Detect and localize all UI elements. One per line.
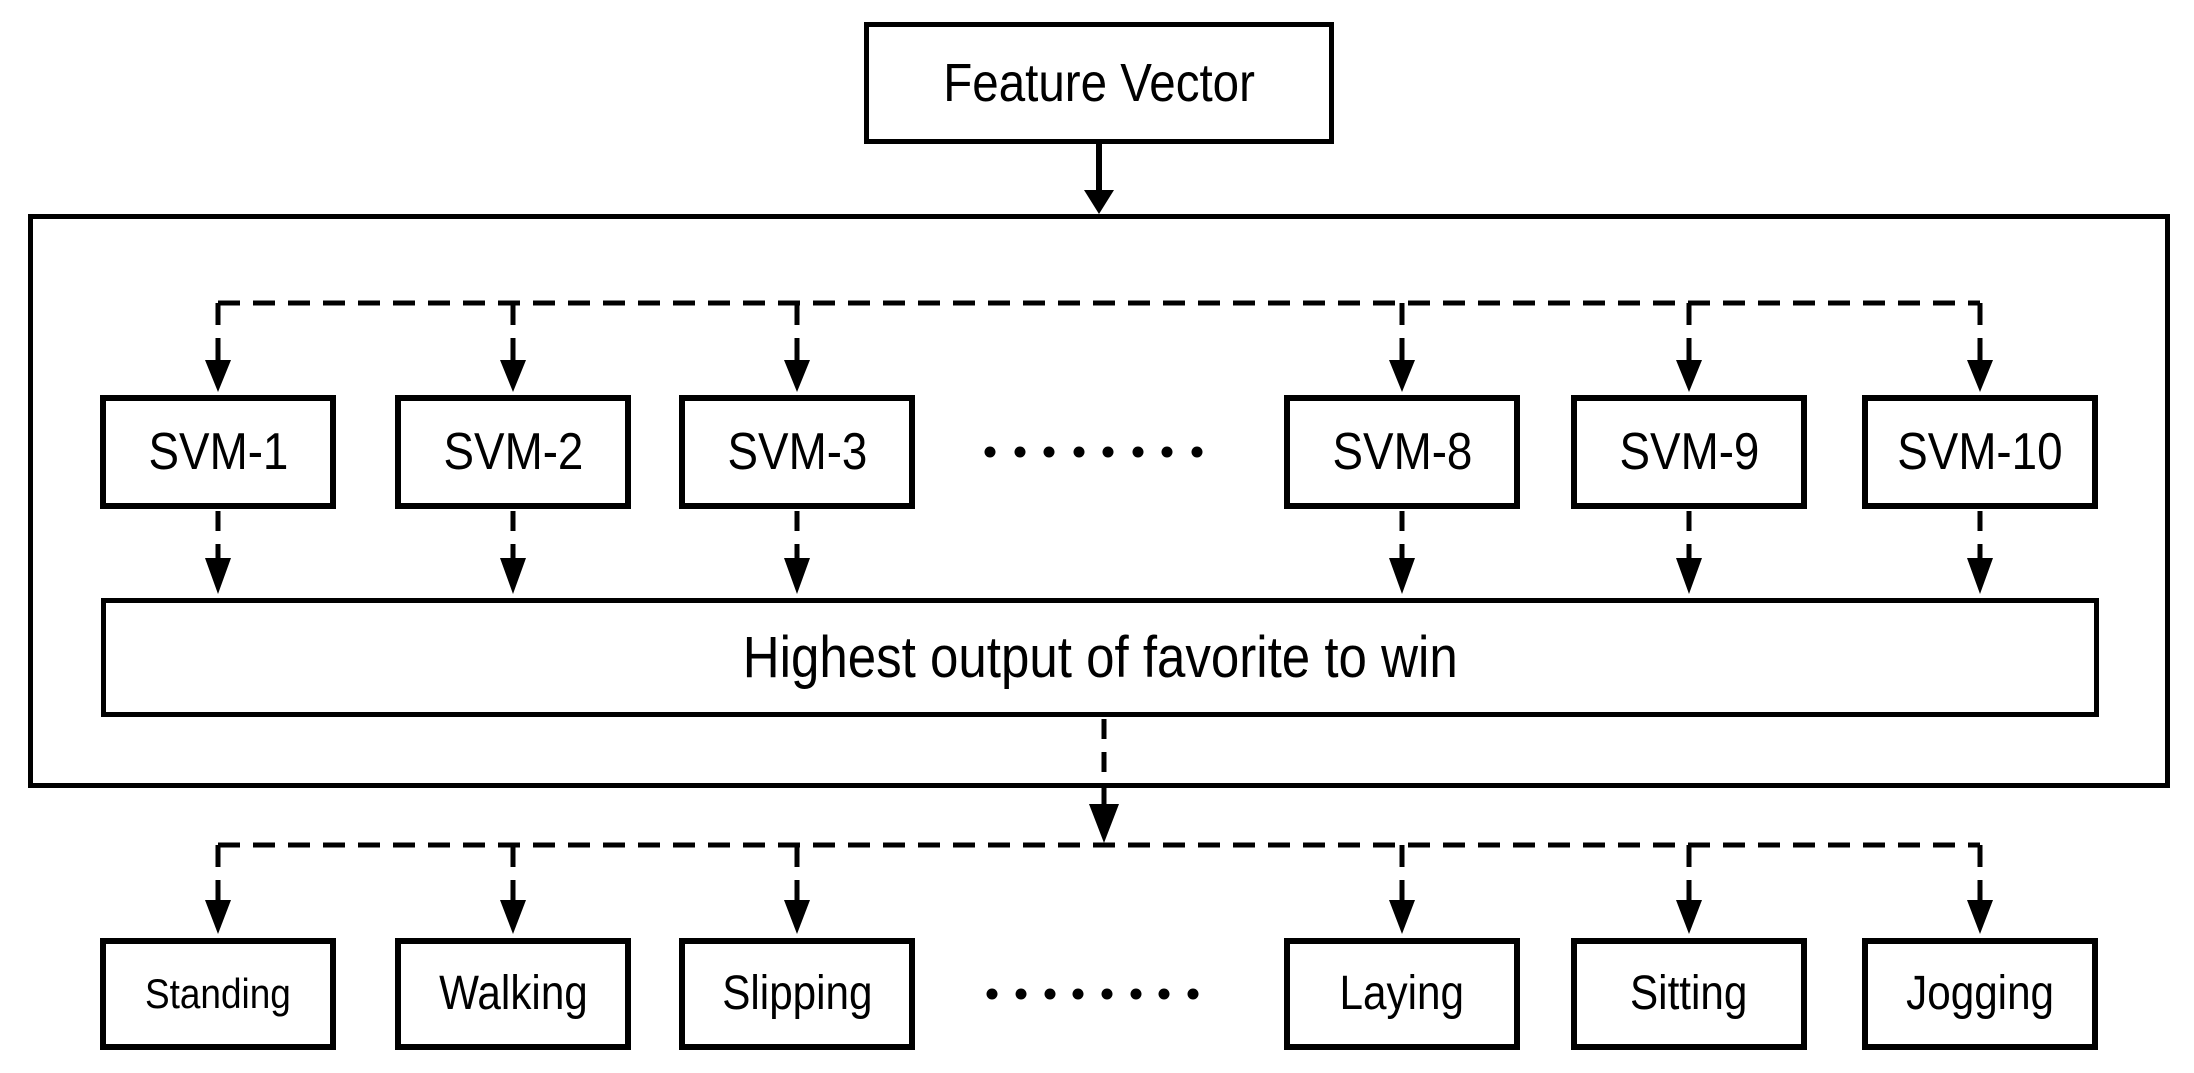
svm-box-8-label: SVM-8 <box>1332 423 1472 481</box>
output-box-jogging: Jogging <box>1862 938 2098 1050</box>
output-ellipsis-dots <box>986 988 1199 1000</box>
svm-box-2-label: SVM-2 <box>443 423 583 481</box>
feature-vector-box: Feature Vector <box>864 22 1334 144</box>
svm-box-3: SVM-3 <box>679 395 915 509</box>
svm-box-3-label: SVM-3 <box>727 423 867 481</box>
svm-to-decision-arrowheads <box>205 558 1993 594</box>
svm-box-9: SVM-9 <box>1571 395 1807 509</box>
output-box-sitting-label: Sitting <box>1630 967 1748 1020</box>
output-box-walking-label: Walking <box>438 967 588 1020</box>
bottom-fanout-arrowheads <box>205 900 1993 934</box>
svm-box-1-label: SVM-1 <box>148 423 288 481</box>
output-box-sitting: Sitting <box>1571 938 1807 1050</box>
decision-box-label: Highest output of favorite to win <box>742 624 1458 690</box>
output-box-walking: Walking <box>395 938 631 1050</box>
decision-box: Highest output of favorite to win <box>101 598 2099 717</box>
svm-ellipsis-dots <box>984 446 1203 458</box>
svm-box-10-label: SVM-10 <box>1897 423 2063 481</box>
top-fanout-wires <box>215 300 1983 362</box>
feature-to-ensemble-arrow <box>1084 144 1114 214</box>
output-box-standing: Standing <box>100 938 336 1050</box>
feature-vector-label: Feature Vector <box>943 53 1255 113</box>
svm-box-2: SVM-2 <box>395 395 631 509</box>
svm-box-9-label: SVM-9 <box>1619 423 1759 481</box>
output-box-jogging-label: Jogging <box>1906 967 2054 1020</box>
svm-box-1: SVM-1 <box>100 395 336 509</box>
svm-to-decision-wires <box>215 511 1983 560</box>
svm-box-10: SVM-10 <box>1862 395 2098 509</box>
output-box-laying-label: Laying <box>1339 967 1465 1020</box>
bottom-fanout-wires <box>215 842 1983 902</box>
top-fanout-arrowheads <box>205 360 1993 392</box>
output-box-slipping-label: Slipping <box>721 967 873 1020</box>
svm-box-8: SVM-8 <box>1284 395 1520 509</box>
decision-drop-arrow <box>1089 719 1119 843</box>
output-box-standing-label: Standing <box>145 970 291 1017</box>
output-box-laying: Laying <box>1284 938 1520 1050</box>
output-box-slipping: Slipping <box>679 938 915 1050</box>
